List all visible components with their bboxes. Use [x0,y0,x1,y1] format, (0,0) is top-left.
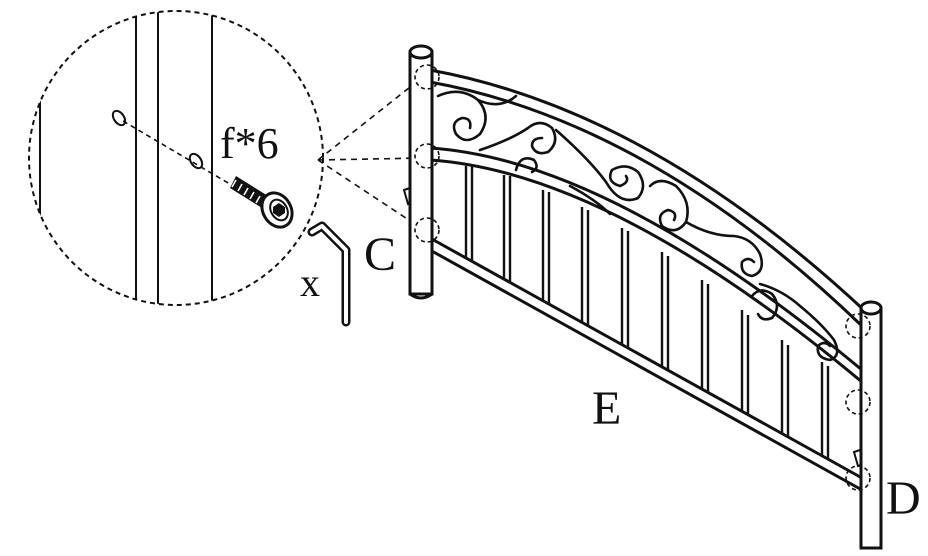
joint-marker-middle-left [414,143,440,169]
callout-projection-lines [317,75,425,231]
joint-marker-top-right [845,313,871,339]
zoom-alignment-line [122,120,241,191]
zoom-callout: f*6 [28,10,324,306]
joint-marker-top-left [414,64,440,90]
panel-e [402,68,870,492]
part-code-label: f*6 [220,119,279,168]
joint-marker-bottom-left [414,217,440,243]
allen-key-icon [307,221,351,327]
panel-label: E [592,382,621,435]
joint-highlights [414,64,871,491]
left-post-c [408,44,434,300]
left-post-label: C [364,228,396,281]
joint-marker-middle-right [845,389,871,415]
decorative-scrollwork [436,90,839,362]
tool-quantity-label: x [300,260,320,305]
right-post-d [859,300,883,550]
zoom-post-walls [39,11,213,305]
joint-marker-bottom-right [845,465,871,491]
vertical-bars [464,166,830,459]
hook-brackets [402,184,870,468]
zoom-circle [28,10,324,306]
hex-socket-bolt-icon [230,176,294,229]
zoom-hole-back [111,109,127,127]
right-post-label: D [886,472,921,525]
